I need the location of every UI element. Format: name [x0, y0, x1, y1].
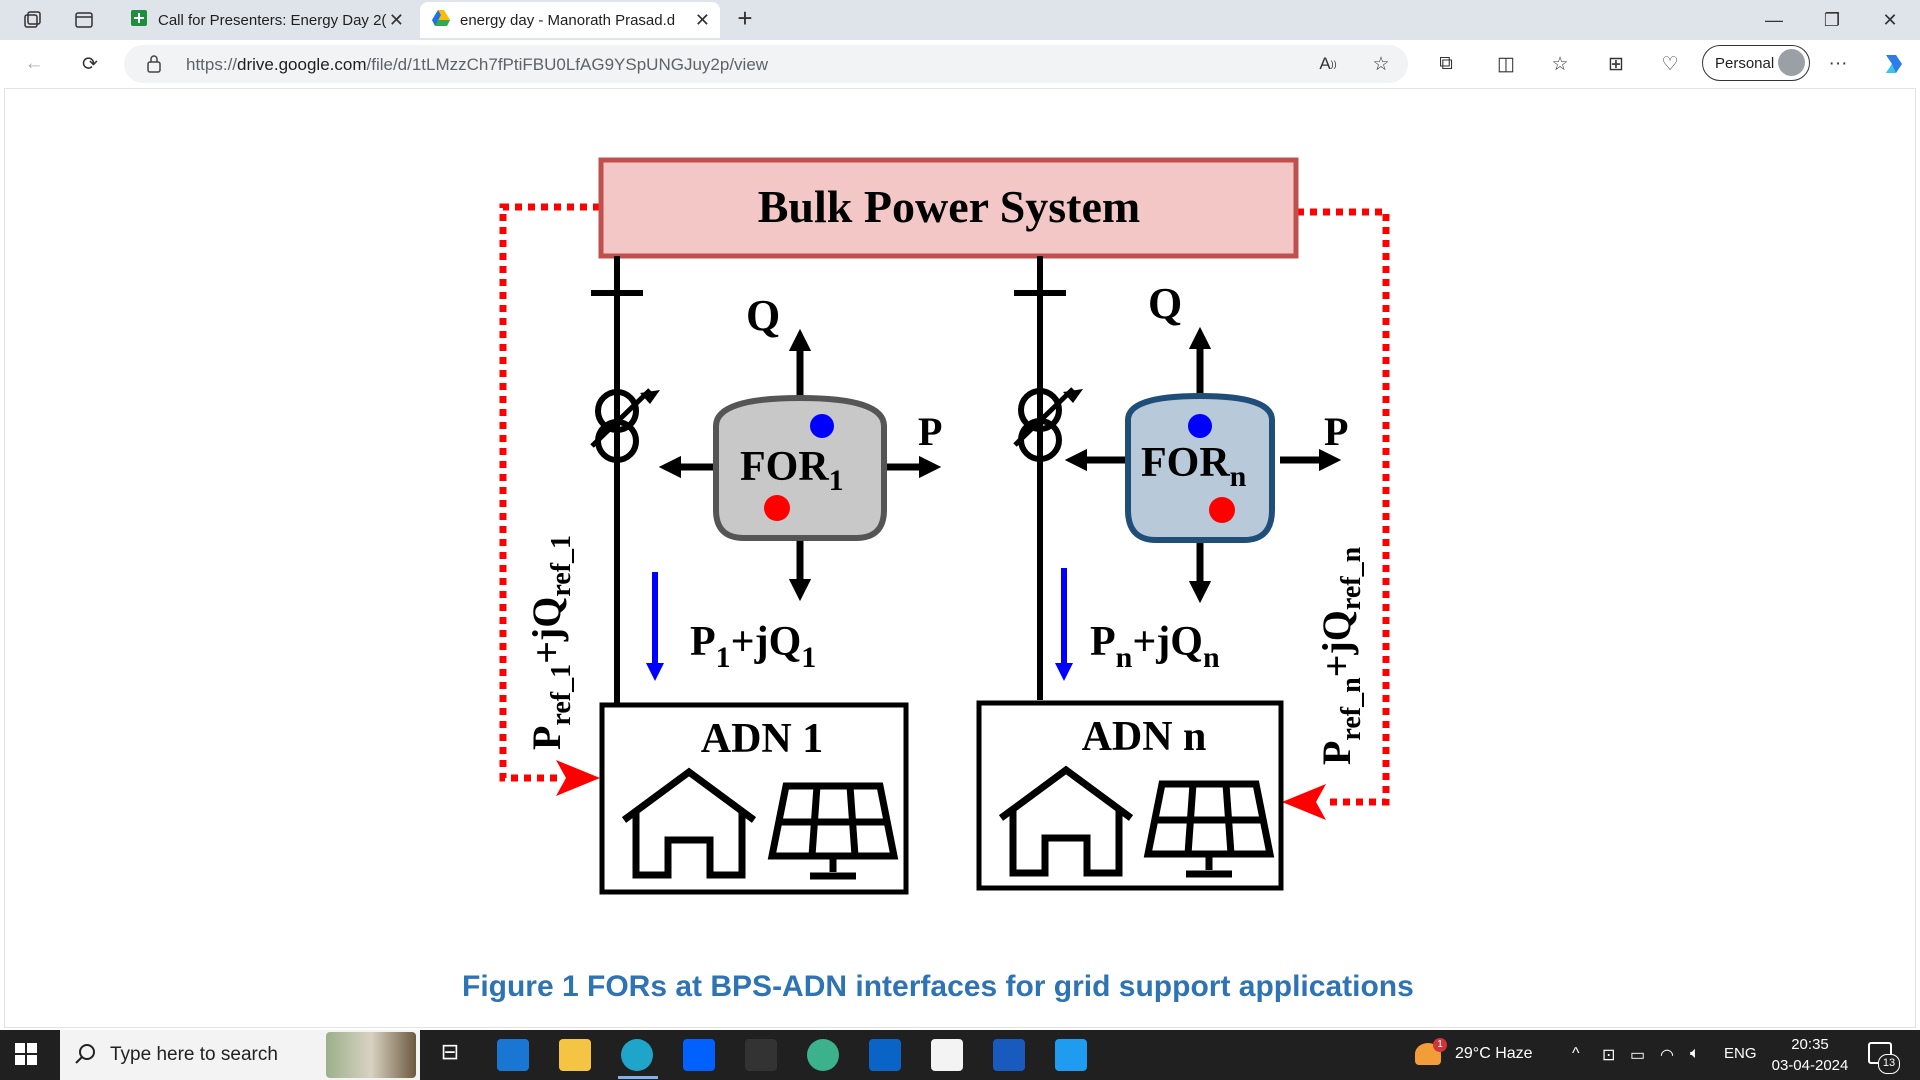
transformer-arrow-1: [640, 390, 660, 404]
notification-count: 13: [1878, 1054, 1900, 1074]
battery-icon[interactable]: ▭: [1630, 1047, 1646, 1064]
address-bar[interactable]: https://drive.google.com/file/d/1tLMzzCh…: [124, 45, 1408, 83]
outlook-new-icon[interactable]: [869, 1039, 901, 1071]
restore-icon[interactable]: ❐: [1823, 9, 1841, 30]
tab-title: energy day - Manorath Prasad.d: [460, 11, 676, 29]
search-icon: [74, 1043, 96, 1071]
dropbox-icon[interactable]: [683, 1039, 715, 1071]
bulk-power-system-label: Bulk Power System: [758, 181, 1141, 232]
ref-label-n: Pref_n+jQref_n: [1314, 546, 1367, 765]
search-placeholder: Type here to search: [110, 1044, 278, 1065]
browser-essentials-icon[interactable]: ♡: [1661, 53, 1679, 75]
meet-now-icon[interactable]: ⊡: [1602, 1047, 1616, 1064]
vscode-icon[interactable]: [1055, 1039, 1087, 1071]
close-tab-icon[interactable]: ✕: [388, 10, 404, 30]
signal-arrowhead-left: [556, 760, 600, 796]
q-label-n: Q: [1148, 279, 1182, 328]
edge-beta-icon[interactable]: [807, 1039, 839, 1071]
favorites-icon[interactable]: ☆: [1551, 53, 1569, 75]
taskbar-search-box[interactable]: Type here to search: [60, 1030, 420, 1080]
figure-caption: Figure 1 FORs at BPS-ADN interfaces for …: [462, 970, 1414, 1003]
tab-title: Call for Presenters: Energy Day 2(: [158, 11, 387, 29]
figure-diagram: Bulk Power System FOR1 Q P: [499, 157, 1390, 895]
url-text: https://drive.google.com/file/d/1tLMzzCh…: [186, 55, 769, 74]
signal-arrowhead-right: [1282, 784, 1326, 820]
microsoft-store-icon[interactable]: [931, 1039, 963, 1071]
search-highlight-image: [326, 1032, 416, 1078]
flow-label-n: Pn+jQn: [1090, 619, 1220, 674]
for1-device: [658, 328, 942, 602]
ref-label-1: Pref_1+jQref_1: [524, 535, 577, 750]
wifi-icon[interactable]: ◠: [1660, 1047, 1674, 1064]
new-tab-button[interactable]: +: [737, 2, 753, 33]
favorite-star-icon[interactable]: ☆: [1372, 53, 1390, 75]
tab-call-for-presenters[interactable]: Call for Presenters: Energy Day 2( ✕: [118, 2, 414, 38]
refresh-icon[interactable]: ⟳: [82, 53, 98, 75]
task-view-icon[interactable]: ⊟: [440, 1039, 460, 1064]
clock-date: 03-04-2024: [1771, 1057, 1849, 1074]
minimize-icon[interactable]: —: [1765, 9, 1783, 30]
house-icon: [998, 765, 1134, 877]
avatar: [1778, 49, 1805, 76]
feeder-line-1: [590, 256, 652, 704]
collections-icon[interactable]: ⊞: [1608, 53, 1624, 75]
close-window-icon[interactable]: ✕: [1882, 9, 1898, 30]
file-explorer-icon[interactable]: [559, 1039, 591, 1071]
profile-button[interactable]: Personal: [1702, 45, 1810, 81]
transformer-arrow-n: [1063, 389, 1083, 403]
windows-start-icon[interactable]: [14, 1042, 38, 1071]
read-aloud-icon[interactable]: A)): [1319, 54, 1337, 73]
power-automate-icon[interactable]: [745, 1039, 777, 1071]
lock-icon: [146, 54, 162, 78]
volume-icon[interactable]: 🔈︎: [1690, 1045, 1700, 1062]
mail-app-icon[interactable]: [497, 1039, 529, 1071]
adn1-label: ADN 1: [701, 716, 824, 762]
copilot-icon[interactable]: [1880, 50, 1908, 78]
feeder-line-n: [1013, 256, 1075, 700]
sheets-icon: [130, 9, 148, 31]
active-app-indicator: [618, 1076, 658, 1079]
extensions-icon[interactable]: ⧉: [1439, 53, 1453, 74]
forn-label: FORn: [1141, 440, 1247, 493]
back-icon[interactable]: ←: [24, 53, 44, 74]
language-indicator[interactable]: ENG: [1724, 1045, 1757, 1062]
clock[interactable]: 20:35 03-04-2024: [1768, 1034, 1852, 1076]
reference-signal-lines: [499, 203, 1390, 806]
edge-browser-icon[interactable]: [621, 1039, 653, 1071]
taskbar: Type here to search ⊟ 1 29°C Haze ^ ⊡ ▭ …: [0, 1030, 1920, 1080]
more-menu-icon[interactable]: ···: [1828, 53, 1848, 74]
weather-badge: 1: [1433, 1038, 1447, 1052]
drive-icon: [432, 10, 450, 30]
address-row: ← ⟳ https://drive.google.com/file/d/1tLM…: [0, 40, 1920, 88]
clock-time: 20:35: [1791, 1036, 1829, 1053]
tab-actions-icon[interactable]: [70, 6, 98, 34]
flow-label-1: P1+jQ1: [690, 619, 816, 674]
p-label-n: P: [1324, 409, 1348, 454]
profile-label: Personal: [1715, 54, 1775, 72]
tab-strip: Call for Presenters: Energy Day 2( ✕ ene…: [0, 0, 1920, 40]
show-hidden-icons-icon[interactable]: ^: [1572, 1045, 1580, 1062]
bulk-power-system-box: [598, 157, 1299, 259]
p-label-1: P: [918, 409, 942, 454]
word-icon[interactable]: [993, 1039, 1025, 1071]
adnn-label: ADN n: [1082, 714, 1207, 760]
q-label-1: Q: [746, 291, 780, 340]
solar-panel-icon: [767, 782, 899, 880]
split-screen-icon[interactable]: ◫: [1497, 53, 1515, 75]
workspaces-icon[interactable]: [18, 6, 46, 34]
tab-energy-day[interactable]: energy day - Manorath Prasad.d ✕: [420, 2, 720, 38]
solar-panel-icon: [1143, 780, 1275, 878]
for1-label: FOR1: [740, 444, 844, 497]
close-tab-icon[interactable]: ✕: [694, 10, 710, 30]
weather-text[interactable]: 29°C Haze: [1455, 1045, 1533, 1062]
forn-device: [1064, 326, 1342, 604]
house-icon: [621, 767, 757, 879]
